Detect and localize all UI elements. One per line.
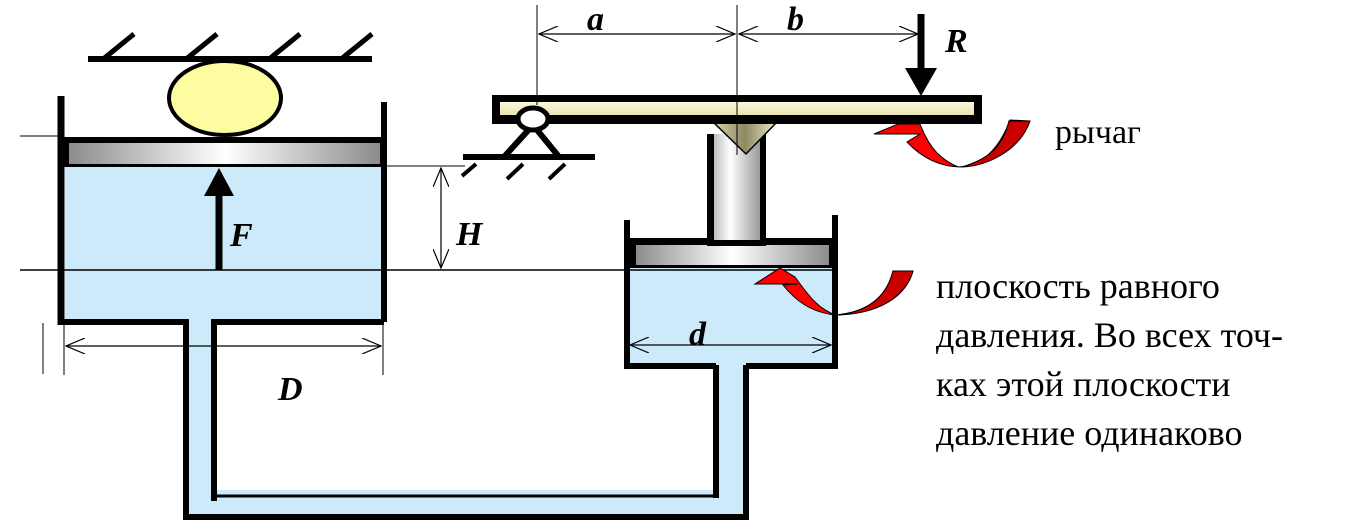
hinge-support — [460, 105, 595, 181]
plane-label-line-2: давления. Во всех точ- — [936, 315, 1283, 355]
label-H: H — [455, 216, 484, 253]
large-piston — [63, 137, 385, 167]
small-cylinder — [624, 215, 838, 369]
plane-label-line-4: давление одинаково — [936, 413, 1242, 453]
plane-callout-arrow — [753, 267, 914, 316]
label-d: d — [689, 316, 707, 353]
pressed-object — [167, 59, 283, 137]
force-arrow-R — [905, 14, 937, 96]
connecting-pipe — [183, 319, 749, 520]
lever-label: рычаг — [1055, 114, 1141, 151]
plane-label-line-3: ках этой плоскости — [936, 364, 1231, 404]
label-D: D — [277, 371, 303, 408]
force-arrow-F — [204, 168, 234, 270]
plane-label-line-1: плоскость равного — [936, 266, 1220, 306]
label-R: R — [944, 23, 968, 60]
label-F: F — [229, 217, 253, 254]
lever-callout-arrow — [873, 119, 1031, 168]
label-b: b — [787, 1, 804, 38]
fixed-ceiling — [88, 32, 374, 62]
dimension-a-b — [536, 5, 918, 155]
dimension-D — [42, 322, 384, 375]
label-a: a — [587, 1, 604, 38]
piston-rod — [707, 134, 766, 246]
